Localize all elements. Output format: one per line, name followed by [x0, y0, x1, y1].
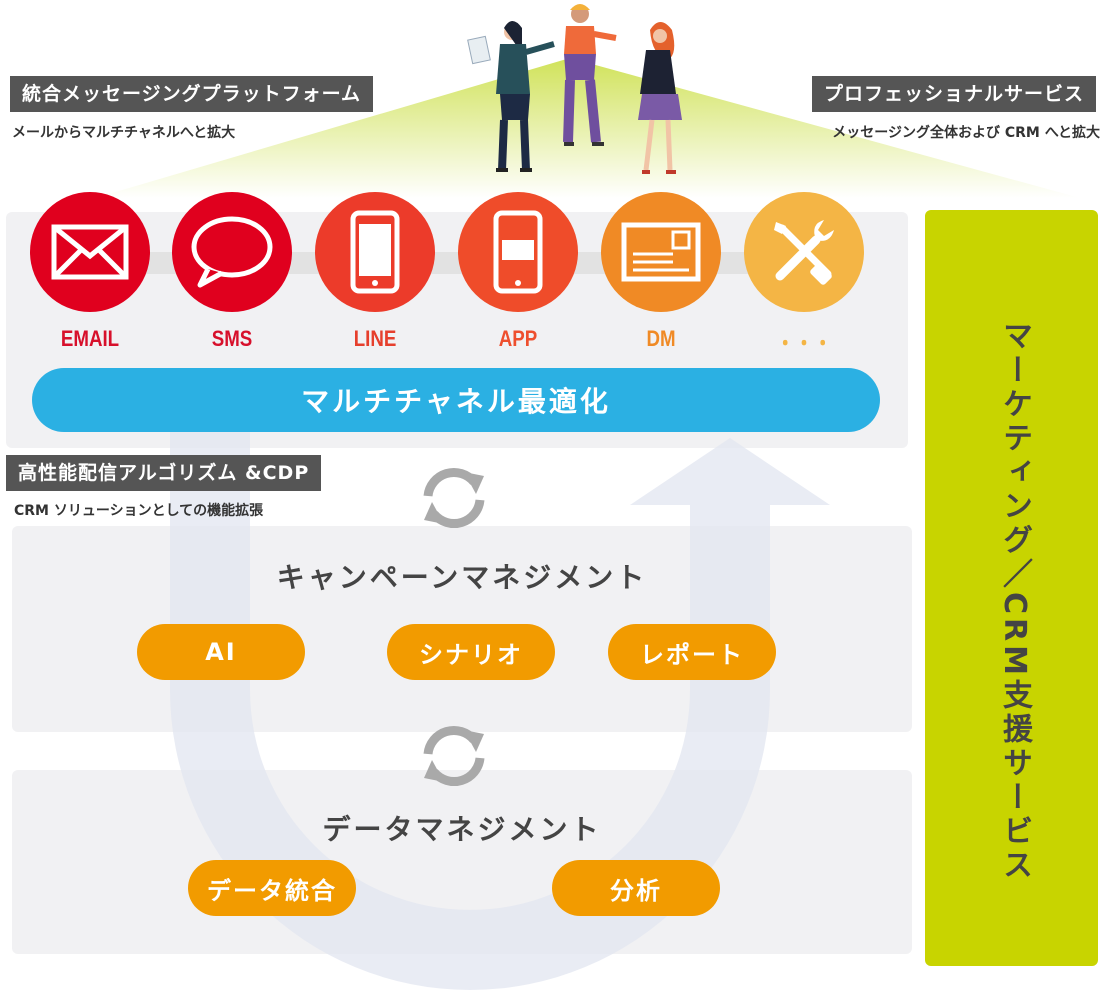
mountain-background [95, 58, 1080, 198]
speech-bubble-icon [191, 216, 273, 288]
professional-services-tag: プロフェッショナルサービス [811, 76, 1096, 112]
smartphone-app-icon [493, 210, 543, 294]
report-pill: レポート [608, 624, 776, 680]
ai-pill: AI [137, 624, 305, 680]
line-channel-circle [315, 192, 435, 312]
channel-label-sms: SMS [211, 326, 253, 351]
person-center-figure [563, 4, 617, 146]
algorithm-tag: 高性能配信アルゴリズム &CDP [6, 455, 322, 491]
person-left-figure [467, 21, 555, 172]
channel-label-line: LINE [353, 326, 397, 351]
platform-subtitle: メールからマルチチャネルへと拡大 [12, 125, 236, 141]
data-integration-pill: データ統合 [188, 860, 356, 916]
crm-support-label: マーケティング／CRM支援サービス [997, 320, 1032, 883]
algorithm-subtitle: CRM ソリューションとしての機能拡張 [14, 503, 264, 519]
channel-label-dm: DM [646, 326, 676, 351]
business-people-illustration [467, 4, 682, 174]
cycle-arrows-icon [423, 726, 485, 786]
person-right-figure [638, 22, 682, 174]
channel-label-more: ・・・ [775, 331, 833, 356]
app-channel-circle [458, 192, 578, 312]
multichannel-optimization-bar: マルチチャネル最適化 [32, 368, 880, 432]
sms-channel-circle [172, 192, 292, 312]
other-channel-circle [744, 192, 864, 312]
dm-channel-circle [601, 192, 721, 312]
envelope-icon [51, 224, 129, 280]
crm-support-panel [925, 210, 1098, 966]
analysis-pill: 分析 [552, 860, 720, 916]
channel-label-app: APP [498, 326, 538, 351]
postcard-icon [621, 222, 701, 282]
platform-tag: 統合メッセージングプラットフォーム [10, 76, 374, 112]
data-management-heading: データマネジメント [322, 813, 602, 846]
smartphone-icon [350, 210, 400, 294]
tools-icon [774, 220, 834, 285]
campaign-heading: キャンペーンマネジメント [276, 561, 648, 594]
channel-label-email: EMAIL [60, 326, 120, 351]
professional-services-subtitle: メッセージング全体および CRM へと拡大 [832, 125, 1100, 141]
cycle-arrows-icon [423, 468, 485, 528]
email-channel-circle [30, 192, 150, 312]
scenario-pill: シナリオ [387, 624, 555, 680]
